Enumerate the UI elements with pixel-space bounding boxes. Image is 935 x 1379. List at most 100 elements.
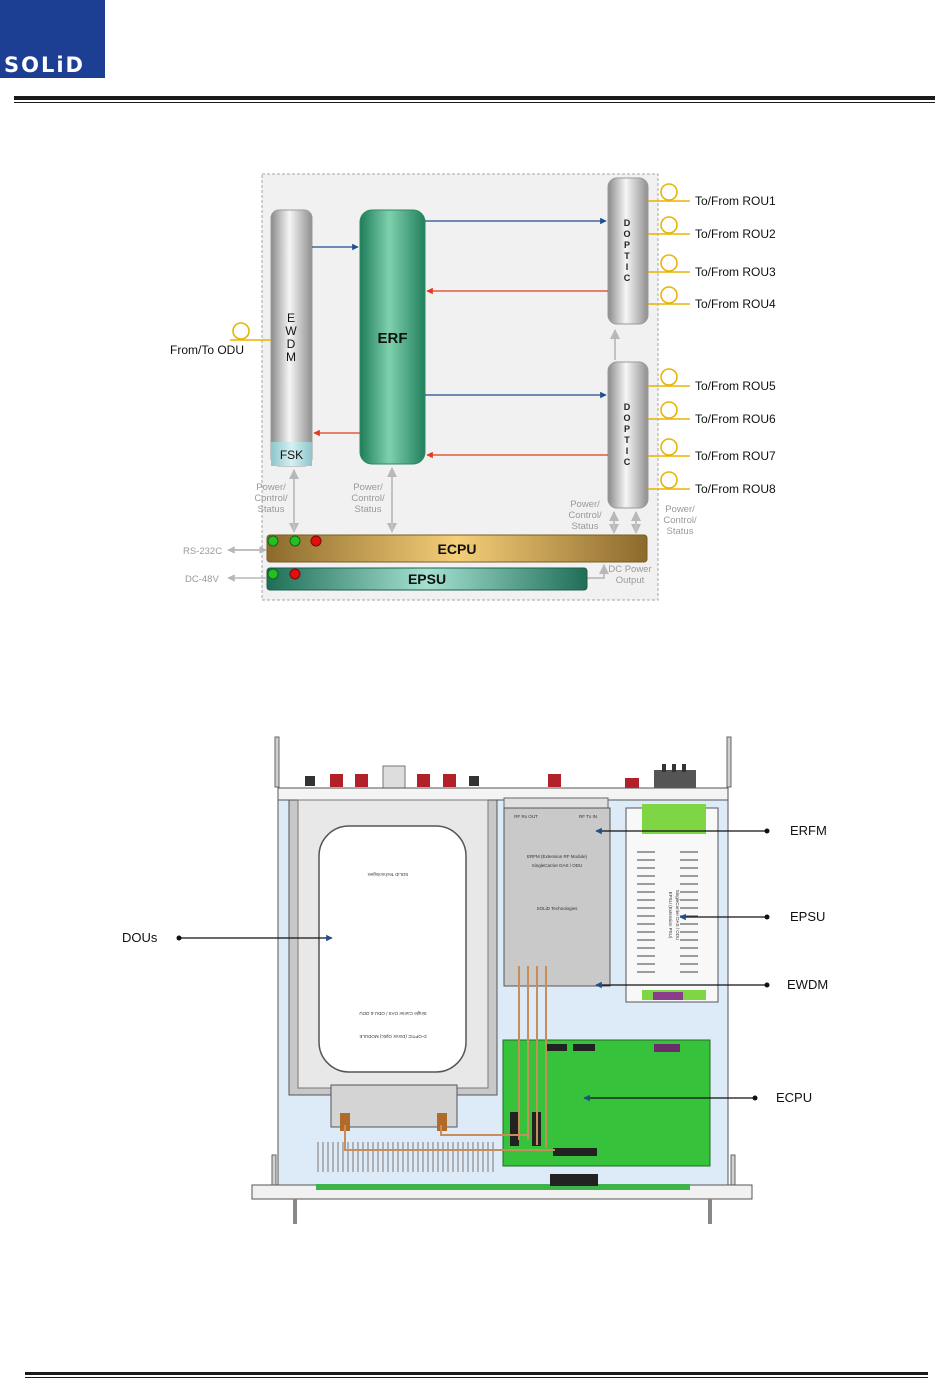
doptic-letter: O xyxy=(623,413,630,423)
front-connectors xyxy=(305,764,696,789)
doptic-letter: D xyxy=(624,402,631,412)
doptic-sub-text: Single Carrier DAS / ODU & ODU xyxy=(359,1011,426,1016)
svg-text:Control/: Control/ xyxy=(568,510,602,521)
doptic-letter: C xyxy=(624,457,631,467)
callout-ewdm: EWDM xyxy=(595,977,828,992)
callout-epsu: EPSU xyxy=(679,909,825,924)
fsk-label: FSK xyxy=(280,448,303,462)
epsu-bar: EPSU xyxy=(266,567,588,591)
dc-power-output-label: DC Power Output xyxy=(608,564,651,586)
rou-label: To/From ROU6 xyxy=(695,412,776,426)
ecpu-label: ECPU xyxy=(438,541,477,557)
ecpu-board xyxy=(502,1039,711,1167)
header-rule xyxy=(14,96,935,100)
led-green xyxy=(289,535,301,547)
doptic-brand-text: SOLiD Technologies xyxy=(367,872,408,877)
callout-ecpu: ECPU xyxy=(583,1090,812,1105)
doptic-lower: D O P T I C xyxy=(607,361,649,509)
callout-epsu-label: EPSU xyxy=(790,909,825,924)
callout-dous-label: DOUs xyxy=(122,930,158,945)
ecpu-bar: ECPU xyxy=(266,534,648,563)
diagram-frame xyxy=(261,173,659,601)
callout-dous: DOUs xyxy=(122,930,333,945)
svg-text:Power/: Power/ xyxy=(665,504,695,515)
svg-text:Power/: Power/ xyxy=(256,482,286,493)
doptic-upper: D O P T I C xyxy=(607,177,649,325)
odu-label: From/To ODU xyxy=(170,343,244,357)
doptic-letter: O xyxy=(623,229,630,239)
svg-text:Status: Status xyxy=(572,521,599,532)
callout-erfm-label: ERFM xyxy=(790,823,827,838)
rou-label: To/From ROU8 xyxy=(695,482,776,496)
signal-arrows xyxy=(312,217,608,459)
svg-text:Power/: Power/ xyxy=(353,482,383,493)
epsu-sub-text: SingleCarrier DAS / ODU xyxy=(675,890,680,941)
erfm-brand-text: SOLiD Technologies xyxy=(537,906,578,911)
header-rule-thin xyxy=(14,102,935,103)
doptic-letter: T xyxy=(624,251,630,261)
svg-text:Status: Status xyxy=(258,504,285,515)
company-logo: SOLiD xyxy=(0,0,105,78)
erfm-rf-in-text: RF Tx IN xyxy=(579,814,597,819)
doptic-letter: I xyxy=(626,262,629,272)
coax-cables xyxy=(344,966,555,1151)
block-diagram: FSK E W D M ERF D O P T I C D O P T xyxy=(170,173,776,601)
doptic-letter: C xyxy=(624,273,631,283)
pcs-label-4: Power/ Control/ Status xyxy=(663,504,697,537)
doptic-letter: P xyxy=(624,424,630,434)
led-red xyxy=(289,568,301,580)
dc48-label: DC-48V xyxy=(185,574,219,585)
ewdm-letter: D xyxy=(287,337,296,351)
pcs-label-3: Power/ Control/ Status xyxy=(568,499,602,532)
svg-text:Output: Output xyxy=(616,575,645,586)
led-green xyxy=(267,568,279,580)
hardware-layout: D-OPTIC (Donor Optic) MODULE Single Carr… xyxy=(122,736,828,1224)
pcs-label-2: Power/ Control/ Status xyxy=(351,482,385,515)
callout-ewdm-label: EWDM xyxy=(787,977,828,992)
svg-text:Control/: Control/ xyxy=(663,515,697,526)
rou-label: To/From ROU5 xyxy=(695,379,776,393)
rou-label: To/From ROU4 xyxy=(695,297,776,311)
doptic-letter: I xyxy=(626,446,629,456)
erfm-sub-text: SingleCarrier DAS / ODU xyxy=(532,863,583,868)
control-links xyxy=(289,467,641,579)
ewdm-letter: W xyxy=(285,324,297,338)
doptic-letter: D xyxy=(624,218,631,228)
doptic-letter: P xyxy=(624,240,630,250)
ewdm-letter: E xyxy=(287,311,295,325)
led-green xyxy=(267,535,279,547)
erfm-rf-out-text: RF Rx OUT xyxy=(514,814,538,819)
led-red xyxy=(310,535,322,547)
ewdm-letter: M xyxy=(286,350,296,364)
epsu-module-text: EPSU (Extension PSU) xyxy=(668,892,673,939)
rou-connectors xyxy=(648,183,690,490)
svg-text:Status: Status xyxy=(355,504,382,515)
rou-label: To/From ROU7 xyxy=(695,449,776,463)
doptic-module-text: D-OPTIC (Donor Optic) MODULE xyxy=(359,1034,426,1039)
svg-text:Status: Status xyxy=(667,526,694,537)
erf-module: ERF xyxy=(359,209,426,465)
vent-slots xyxy=(317,1142,494,1172)
rs232-label: RS-232C xyxy=(183,546,222,557)
erfm-module: ERFM (Extension RF Module) SingleCarrier… xyxy=(503,797,611,987)
callout-erfm: ERFM xyxy=(595,823,827,838)
rou-label: To/From ROU2 xyxy=(695,227,776,241)
erf-label: ERF xyxy=(378,330,408,347)
svg-text:Power/: Power/ xyxy=(570,499,600,510)
svg-text:DC Power: DC Power xyxy=(608,564,651,575)
rou-label: To/From ROU1 xyxy=(695,194,776,208)
erfm-module-text: ERFM (Extension RF Module) xyxy=(527,854,588,859)
svg-text:Control/: Control/ xyxy=(254,493,288,504)
epsu-label: EPSU xyxy=(408,571,446,587)
logo-text: SOLiD xyxy=(4,53,85,77)
ewdm-module: FSK E W D M xyxy=(270,209,313,467)
doptic-letter: T xyxy=(624,435,630,445)
rou-label: To/From ROU3 xyxy=(695,265,776,279)
svg-text:Control/: Control/ xyxy=(351,493,385,504)
odu-fiber-connector xyxy=(230,322,271,341)
footer-rule-thin xyxy=(25,1377,928,1378)
epsu-module: EPSU (Extension PSU) SingleCarrier DAS /… xyxy=(625,804,719,1003)
pcs-label-1: Power/ Control/ Status xyxy=(254,482,288,515)
footer-rule xyxy=(25,1372,928,1375)
